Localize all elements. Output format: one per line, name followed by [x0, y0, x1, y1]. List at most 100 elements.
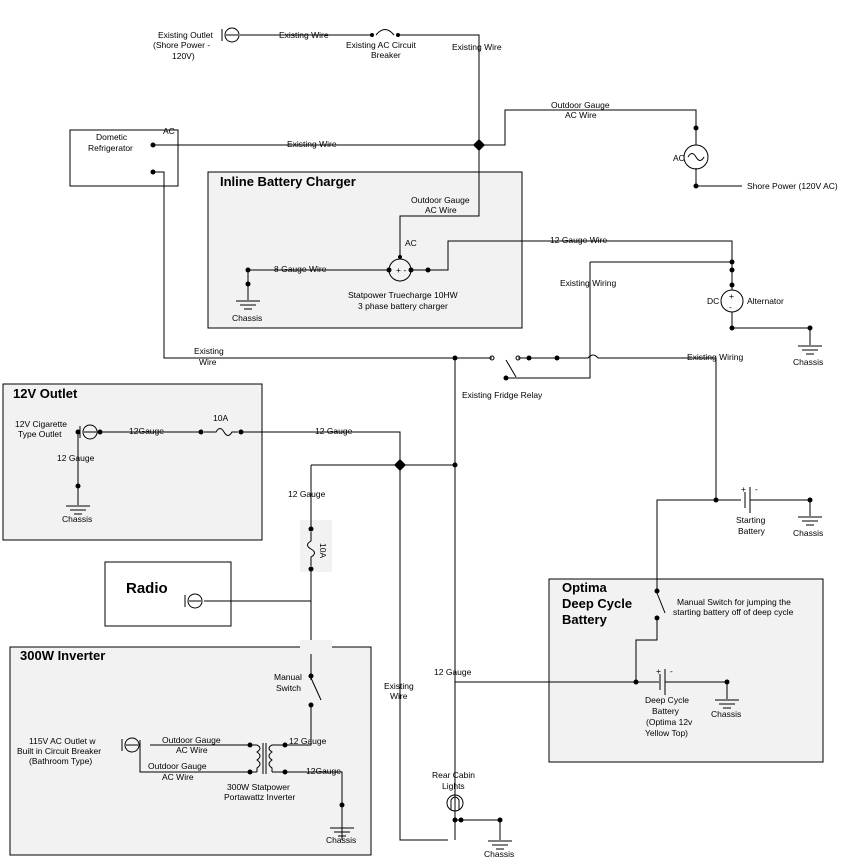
label: 10A [213, 413, 228, 423]
label: 8 Gauge Wire [274, 264, 327, 274]
transformer-icon [247, 742, 288, 775]
label: Existing [384, 681, 414, 691]
label: Existing Wiring [560, 278, 616, 288]
label: (Optima 12v [646, 717, 693, 727]
label: Portawattz Inverter [224, 792, 296, 802]
label: Deep Cycle [645, 695, 689, 705]
fuse-panel [300, 520, 332, 572]
optima-box [548, 578, 824, 763]
label: AC [405, 238, 417, 248]
label: 3 phase battery charger [358, 301, 448, 311]
label: AC Wire [425, 205, 457, 215]
label: 12 Gauge [57, 453, 95, 463]
label: 12 Gauge [288, 489, 326, 499]
ac-source-icon [683, 128, 709, 170]
label: Wire [199, 357, 217, 367]
svg-text:-: - [729, 302, 732, 312]
label: 115V AC Outlet w [29, 736, 96, 746]
label: Lights [442, 781, 465, 791]
label: Existing Wiring [687, 352, 743, 362]
label: 12V Cigarette [15, 419, 67, 429]
chassis-ground-icon [488, 840, 512, 850]
breaker-icon [370, 29, 400, 37]
label: Built in Circuit Breaker [17, 746, 101, 756]
label: Statpower Truecharge 10HW [348, 290, 458, 300]
svg-text:-: - [755, 484, 758, 494]
label: Wire [390, 691, 408, 701]
label: Switch [276, 683, 301, 693]
alternator-icon: + - [720, 289, 744, 313]
label: AC [163, 126, 175, 136]
label: Outdoor Gauge [162, 735, 221, 745]
radio-outlet-icon [184, 593, 203, 609]
label: (Bathroom Type) [29, 756, 92, 766]
optima-title-3: Battery [562, 612, 608, 627]
inline-charger-box [207, 171, 523, 329]
deep-cycle-battery-icon: + - [656, 666, 727, 695]
dometic-box [69, 129, 179, 187]
radio-title: Radio [126, 580, 168, 597]
label: 12 Gauge [434, 667, 472, 677]
label: 12Gauge [129, 426, 164, 436]
label: 12 Gauge [289, 736, 327, 746]
label: Chassis [484, 849, 514, 859]
svg-text:+: + [741, 484, 746, 494]
label: Outdoor Gauge [551, 100, 610, 110]
chassis-ground-icon [798, 345, 822, 355]
label: Chassis [326, 835, 356, 845]
label: DC [707, 296, 719, 306]
label: Outdoor Gauge [411, 195, 470, 205]
label: Existing Outlet [158, 30, 213, 40]
outlet-12v-wiring [77, 431, 200, 505]
label: Battery [738, 526, 766, 536]
svg-text:+ -: + - [396, 265, 406, 275]
label: Starting [736, 515, 766, 525]
label: 12 Gauge [315, 426, 353, 436]
label: 12Gauge [306, 766, 341, 776]
label: Battery [652, 706, 680, 716]
main-bus [153, 171, 741, 841]
label: Manual [274, 672, 302, 682]
label: Type Outlet [18, 429, 62, 439]
svg-text:+: + [656, 666, 661, 676]
label: Chassis [232, 313, 262, 323]
chassis-ground-icon [798, 516, 822, 526]
chassis-ground-icon [66, 505, 90, 515]
optima-title-1: Optima [562, 580, 608, 595]
outlet-icon [221, 27, 240, 43]
junction-icon [473, 139, 485, 151]
outlet-12v-title: 12V Outlet [13, 386, 78, 401]
label: Existing AC Circuit [346, 40, 417, 50]
label: Existing Wire [287, 139, 337, 149]
chassis-ground-icon [715, 699, 739, 709]
label: Dometic [96, 132, 128, 142]
label: Chassis [793, 357, 823, 367]
label: Rear Cabin [432, 770, 475, 780]
label: Yellow Top) [645, 728, 688, 738]
label: AC Wire [565, 110, 597, 120]
label: Existing Fridge Relay [462, 390, 543, 400]
chassis-ground-icon [236, 300, 260, 310]
label: 10A [318, 543, 328, 558]
outlet-12v-box [2, 383, 263, 541]
junction-icon [394, 459, 406, 471]
inverter-title: 300W Inverter [20, 648, 105, 663]
label: AC [673, 153, 685, 163]
label: 300W Statpower [227, 782, 290, 792]
label: Existing Wire [279, 30, 329, 40]
label: Refrigerator [88, 143, 133, 153]
alternator-wiring [508, 261, 811, 379]
starting-battery-icon: + - [741, 484, 810, 513]
label: Alternator [747, 296, 784, 306]
chassis-ground-icon [330, 827, 354, 837]
inline-charger-title: Inline Battery Charger [220, 174, 356, 189]
radio-box [104, 561, 232, 627]
label: 12 Gauge Wire [550, 235, 607, 245]
label: Shore Power (120V AC) [747, 181, 838, 191]
optima-title-2: Deep Cycle [562, 596, 632, 611]
label: starting battery off of deep cycle [673, 607, 794, 617]
label: Outdoor Gauge [148, 761, 207, 771]
svg-text:+: + [729, 291, 734, 301]
label: Existing [194, 346, 224, 356]
